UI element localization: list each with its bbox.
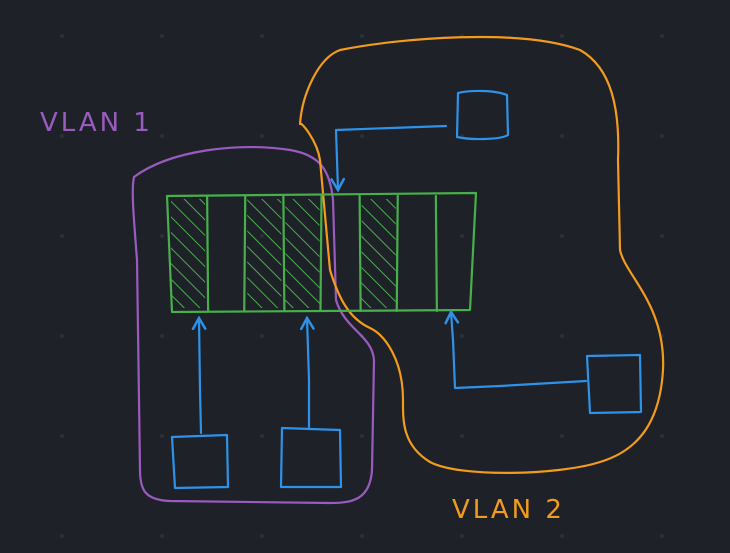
link-host-d	[444, 309, 588, 390]
bridge-port-hatched	[285, 199, 320, 308]
grid-dot	[60, 34, 64, 38]
link-host-b	[299, 315, 315, 429]
grid-dot	[60, 534, 64, 538]
grid-dot	[360, 534, 364, 538]
vlan2-label: VLAN 2	[452, 495, 565, 525]
host-d	[585, 353, 643, 415]
link-host-a	[191, 315, 207, 435]
host-links	[191, 124, 588, 435]
grid-dot	[160, 34, 164, 38]
grid-dot	[560, 534, 564, 538]
grid-dot	[360, 434, 364, 438]
grid-dot	[560, 134, 564, 138]
bridge-port-divider	[243, 194, 247, 313]
vlan1-boundary	[131, 145, 376, 505]
grid-dot	[560, 234, 564, 238]
grid-dot	[260, 334, 264, 338]
grid-dot	[260, 34, 264, 38]
bridge-port-hatched	[247, 199, 282, 308]
grid-dot	[260, 134, 264, 138]
grid-dot	[560, 334, 564, 338]
grid-dot	[360, 134, 364, 138]
grid-dot	[460, 334, 464, 338]
host-b	[279, 426, 343, 489]
bridge-port-divider	[395, 194, 399, 313]
grid-dot	[60, 334, 64, 338]
grid-dot	[160, 334, 164, 338]
bridge-ports	[171, 194, 438, 313]
grid-dot	[560, 34, 564, 38]
bridge-port-divider	[319, 194, 323, 313]
bridge-switch	[165, 191, 478, 314]
grid-dot	[60, 434, 64, 438]
grid-dot	[660, 534, 664, 538]
vlan1-label: VLAN 1	[40, 108, 153, 138]
bridge-port-divider	[282, 194, 286, 313]
grid-dot	[160, 234, 164, 238]
grid-dot	[260, 434, 264, 438]
grid-dot	[660, 134, 664, 138]
hosts	[170, 89, 643, 490]
bridge-port-hatched	[171, 199, 206, 308]
grid-dot	[460, 534, 464, 538]
grid-dot	[460, 434, 464, 438]
grid-dot	[660, 234, 664, 238]
grid-dot	[660, 434, 664, 438]
grid-dot	[260, 534, 264, 538]
host-a	[170, 433, 230, 490]
vlan2-boundary	[298, 35, 665, 474]
grid-dot	[160, 134, 164, 138]
grid-dot	[160, 434, 164, 438]
grid-dot	[60, 134, 64, 138]
bridge-port-divider	[358, 194, 362, 313]
grid-dot	[160, 534, 164, 538]
link-host-c	[330, 124, 448, 193]
grid-dot	[560, 434, 564, 438]
bridge-frame	[165, 191, 478, 314]
grid-dot	[60, 234, 64, 238]
grid-dot	[360, 34, 364, 38]
grid-dot	[660, 34, 664, 38]
bridge-port-divider	[434, 194, 438, 313]
bridge-port-hatched	[361, 199, 396, 308]
grid-dot	[460, 234, 464, 238]
bridge-port-divider	[206, 194, 210, 313]
host-c	[455, 89, 510, 141]
